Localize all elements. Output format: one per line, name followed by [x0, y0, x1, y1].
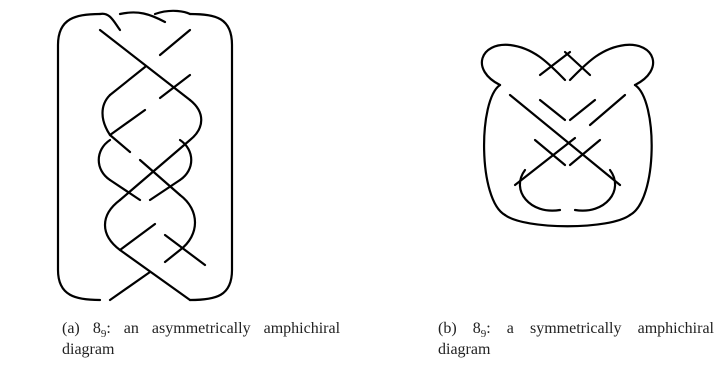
caption-b-label: (b)	[438, 320, 457, 337]
caption-b-knot: 89	[472, 320, 487, 341]
caption-a-label: (a)	[62, 320, 80, 337]
caption-a: (a) 89: an asymmetrically amphichiral di…	[62, 318, 340, 360]
caption-a-text: : an asymmetrically amphichiral diagram	[62, 320, 341, 358]
knot-diagram-a	[56, 9, 234, 302]
caption-b-text: : a symmetrically amphichiral diagram	[438, 320, 714, 358]
knot-diagram-b	[480, 43, 655, 228]
caption-b: (b) 89: a symmetrically amphichiral diag…	[438, 318, 714, 360]
caption-a-knot: 89	[92, 320, 107, 341]
